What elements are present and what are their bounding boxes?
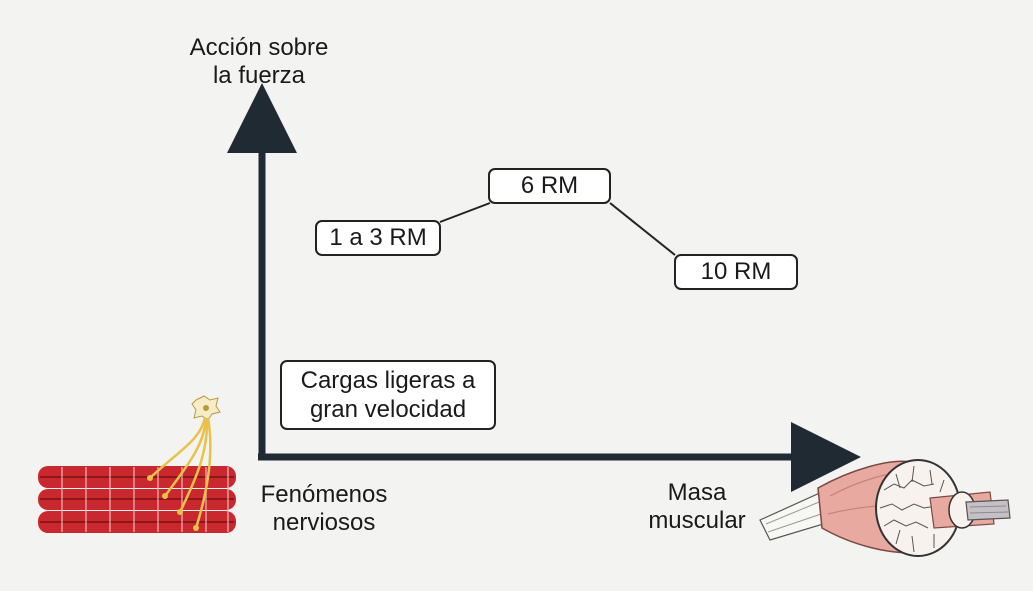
neuron-icon	[191, 395, 221, 421]
x-axis-label: Masa muscular	[632, 479, 762, 535]
y-axis-label-line2: la fuerza	[212, 62, 306, 89]
muscle-fibers	[38, 466, 236, 533]
fascicle-section	[875, 459, 961, 557]
nerve-endings	[147, 475, 199, 531]
nerve-fibers	[149, 417, 212, 529]
connector-6-to-10	[609, 202, 676, 256]
box-1-3-rm: 1 a 3 RM	[315, 220, 441, 256]
box-light-loads: Cargas ligeras a gran velocidad	[280, 360, 496, 430]
box-10-rm: 10 RM	[674, 254, 798, 290]
origin-label-line2: nerviosos	[272, 509, 376, 536]
connector-1-to-6	[439, 202, 491, 223]
y-axis-label: Acción sobre la fuerza	[168, 34, 350, 90]
box-6-rm: 6 RM	[488, 168, 611, 204]
muscle-fiber-core	[929, 491, 1011, 529]
box-light-loads-line2: gran velocidad	[309, 396, 467, 423]
origin-label-line1: Fenómenos	[260, 481, 388, 508]
origin-label: Fenómenos nerviosos	[244, 481, 404, 537]
box-light-loads-line1: Cargas ligeras a	[300, 367, 476, 394]
y-axis-label-line1: Acción sobre	[189, 34, 329, 61]
x-axis-label-line2: muscular	[648, 507, 746, 534]
x-axis-label-line1: Masa	[667, 479, 727, 506]
